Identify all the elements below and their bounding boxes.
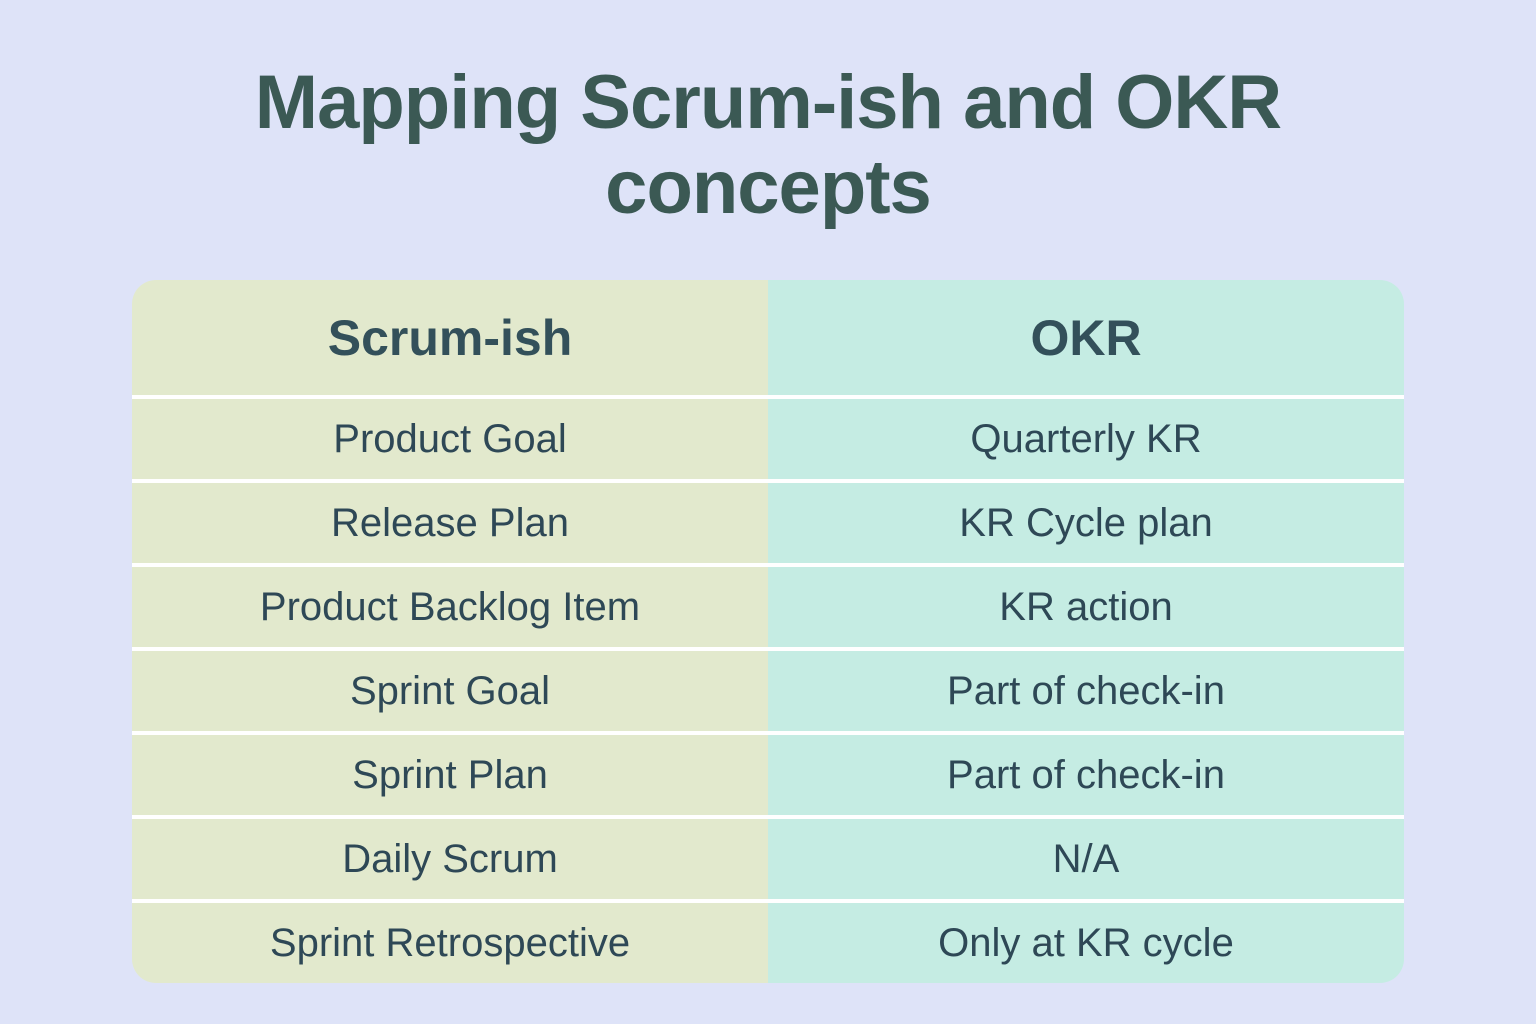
page-title: Mapping Scrum-ish and OKR concepts <box>0 60 1536 230</box>
scrum-cell: Daily Scrum <box>132 819 768 900</box>
table-row: Daily Scrum N/A <box>132 815 1404 900</box>
table-row: Sprint Retrospective Only at KR cycle <box>132 899 1404 984</box>
table-header-row: Scrum-ish OKR <box>132 280 1404 396</box>
mapping-table: Scrum-ish OKR Product Goal Quarterly KR … <box>132 280 1404 984</box>
okr-cell: Quarterly KR <box>768 399 1404 480</box>
table-row: Sprint Plan Part of check-in <box>132 731 1404 816</box>
scrum-cell: Sprint Goal <box>132 651 768 732</box>
table-row: Product Goal Quarterly KR <box>132 395 1404 480</box>
scrum-cell: Release Plan <box>132 483 768 564</box>
table-row: Sprint Goal Part of check-in <box>132 647 1404 732</box>
okr-cell: KR action <box>768 567 1404 648</box>
okr-cell: Only at KR cycle <box>768 903 1404 984</box>
page-title-line-1: Mapping Scrum-ish and OKR <box>254 60 1282 145</box>
okr-cell: KR Cycle plan <box>768 483 1404 564</box>
column-header-okr: OKR <box>768 280 1404 396</box>
scrum-cell: Sprint Retrospective <box>132 903 768 984</box>
column-header-scrum-ish: Scrum-ish <box>132 280 768 396</box>
scrum-cell: Sprint Plan <box>132 735 768 816</box>
table-row: Product Backlog Item KR action <box>132 563 1404 648</box>
okr-cell: Part of check-in <box>768 651 1404 732</box>
okr-cell: N/A <box>768 819 1404 900</box>
page-title-line-2: concepts <box>605 145 932 231</box>
table-row: Release Plan KR Cycle plan <box>132 479 1404 564</box>
scrum-cell: Product Goal <box>132 399 768 480</box>
okr-cell: Part of check-in <box>768 735 1404 816</box>
scrum-cell: Product Backlog Item <box>132 567 768 648</box>
